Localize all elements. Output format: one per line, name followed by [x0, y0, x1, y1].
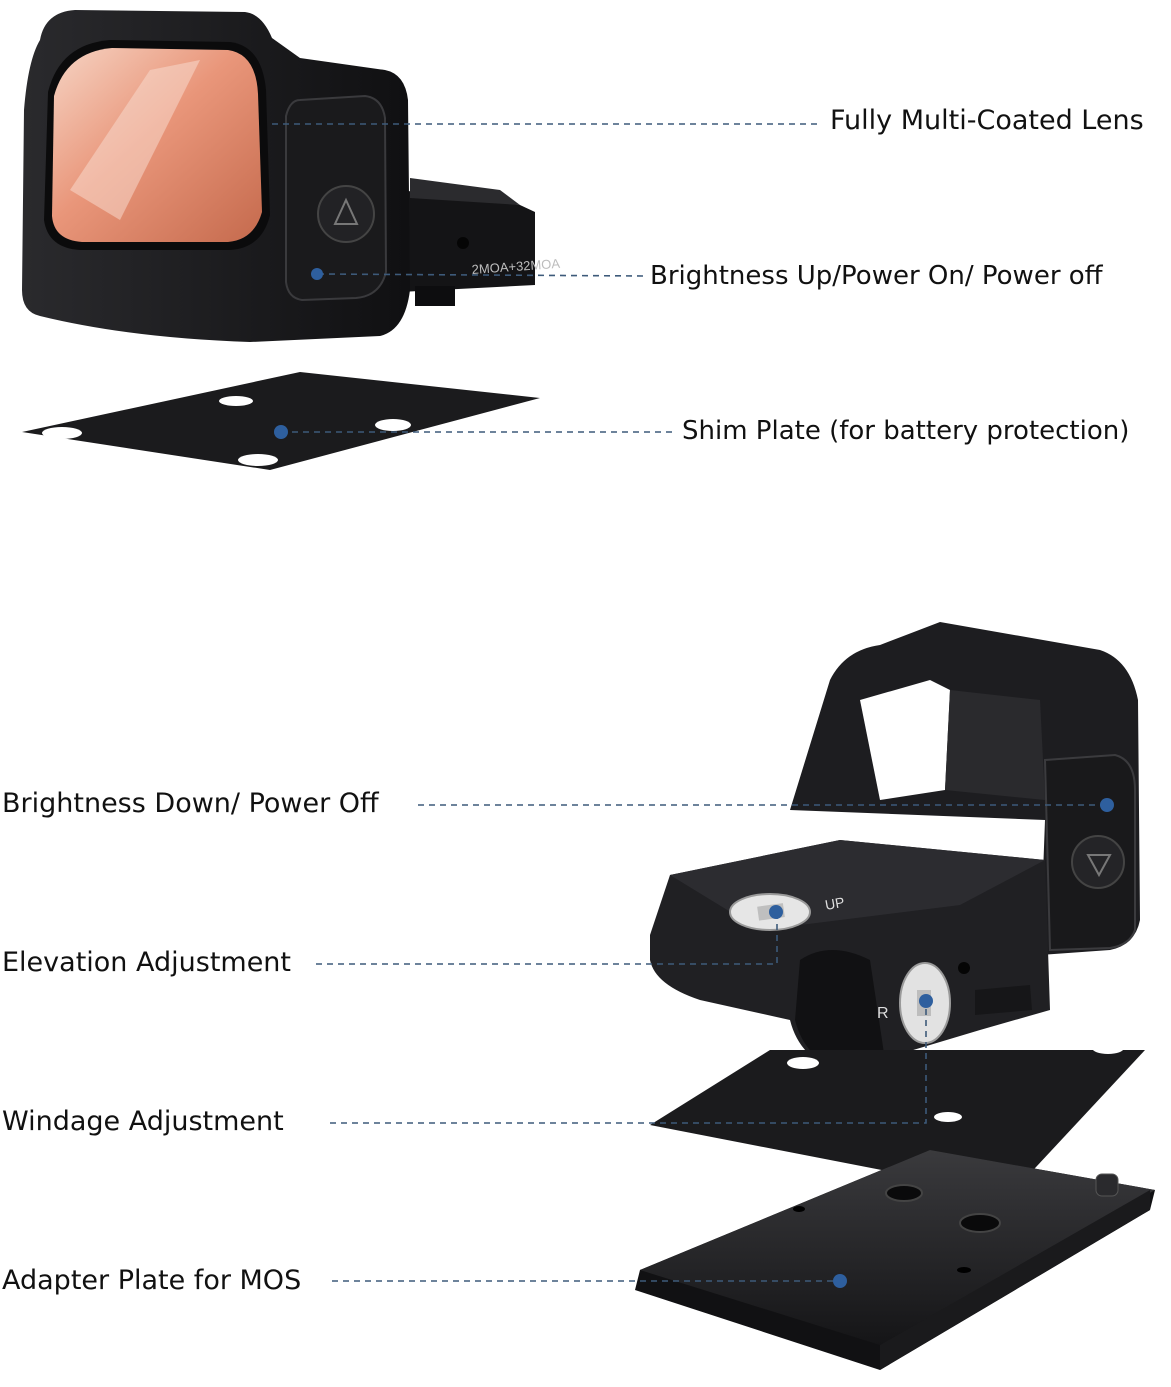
shim-plate [22, 372, 540, 470]
marker-dot-brightness-up [311, 268, 323, 280]
red-dot-sight-rear: UP R [650, 622, 1140, 1072]
brightness-down-button [1071, 835, 1125, 889]
marker-dot-brightness-down [1100, 798, 1114, 812]
marker-dot-windage [919, 994, 933, 1008]
leader-line-windage [330, 1003, 927, 1124]
lower-shim-plate [650, 1042, 1145, 1195]
triangle-down-icon [1086, 854, 1112, 878]
marker-dot-adapter [833, 1274, 847, 1288]
adapter-plate [635, 1150, 1155, 1370]
brightness-up-button [317, 185, 375, 243]
right-engraving: R [877, 1005, 889, 1022]
marker-dots [274, 268, 1114, 1288]
up-engraving: UP [824, 894, 846, 913]
label-elevation: Elevation Adjustment [2, 947, 292, 978]
leader-line-elevation [316, 912, 778, 965]
label-adapter-plate: Adapter Plate for MOS [2, 1265, 302, 1296]
label-lens: Fully Multi-Coated Lens [830, 105, 1144, 136]
label-brightness-down: Brightness Down/ Power Off [2, 788, 379, 819]
triangle-up-icon [333, 197, 359, 225]
label-brightness-up: Brightness Up/Power On/ Power off [650, 261, 1103, 291]
rear-window [860, 680, 950, 800]
marker-dot-elevation [769, 905, 783, 919]
leader-lines [272, 123, 1106, 1282]
label-windage: Windage Adjustment [2, 1106, 284, 1137]
red-dot-sight-front: 2MOA+32MOA [22, 10, 561, 342]
marker-dot-shim [274, 425, 288, 439]
reticle-spec-engraving: 2MOA+32MOA [471, 256, 561, 277]
label-shim-plate: Shim Plate (for battery protection) [682, 416, 1130, 446]
